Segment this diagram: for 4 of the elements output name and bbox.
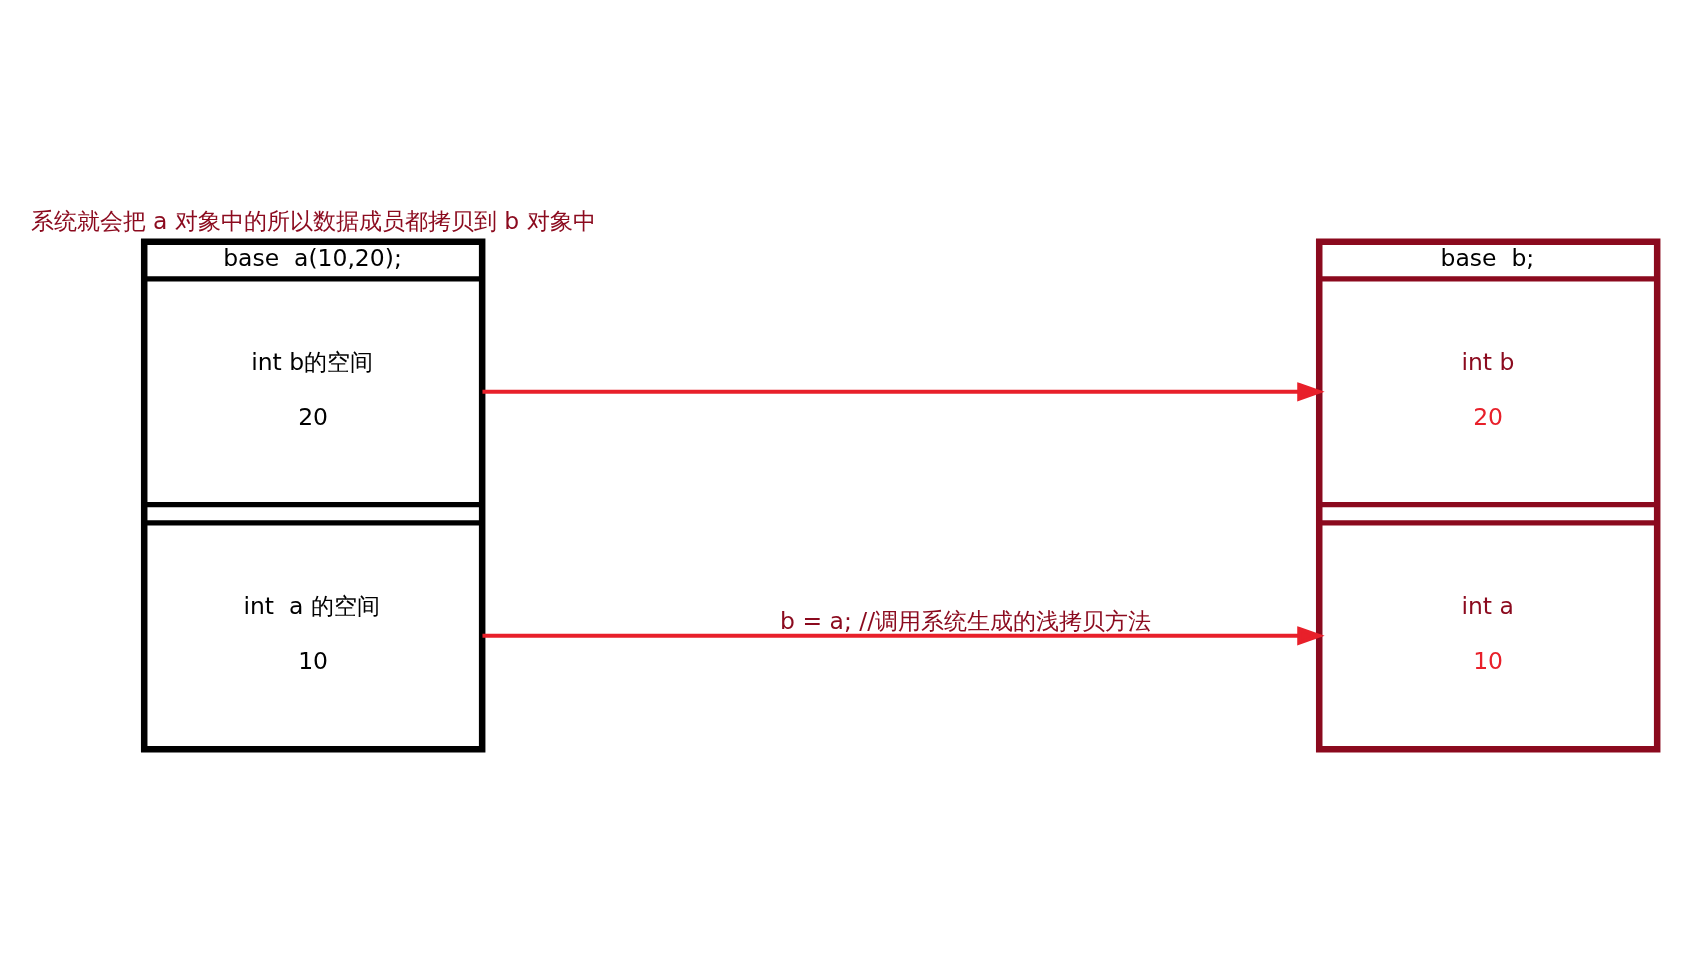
edge-label: b = a; //调用系统生成的浅拷贝方法 [780, 606, 1152, 635]
arrow [482, 625, 1325, 645]
label: 系统就会把 a 对象中的所以数据成员都拷贝到 b 对象中 [30, 206, 596, 235]
arrow [482, 381, 1325, 401]
